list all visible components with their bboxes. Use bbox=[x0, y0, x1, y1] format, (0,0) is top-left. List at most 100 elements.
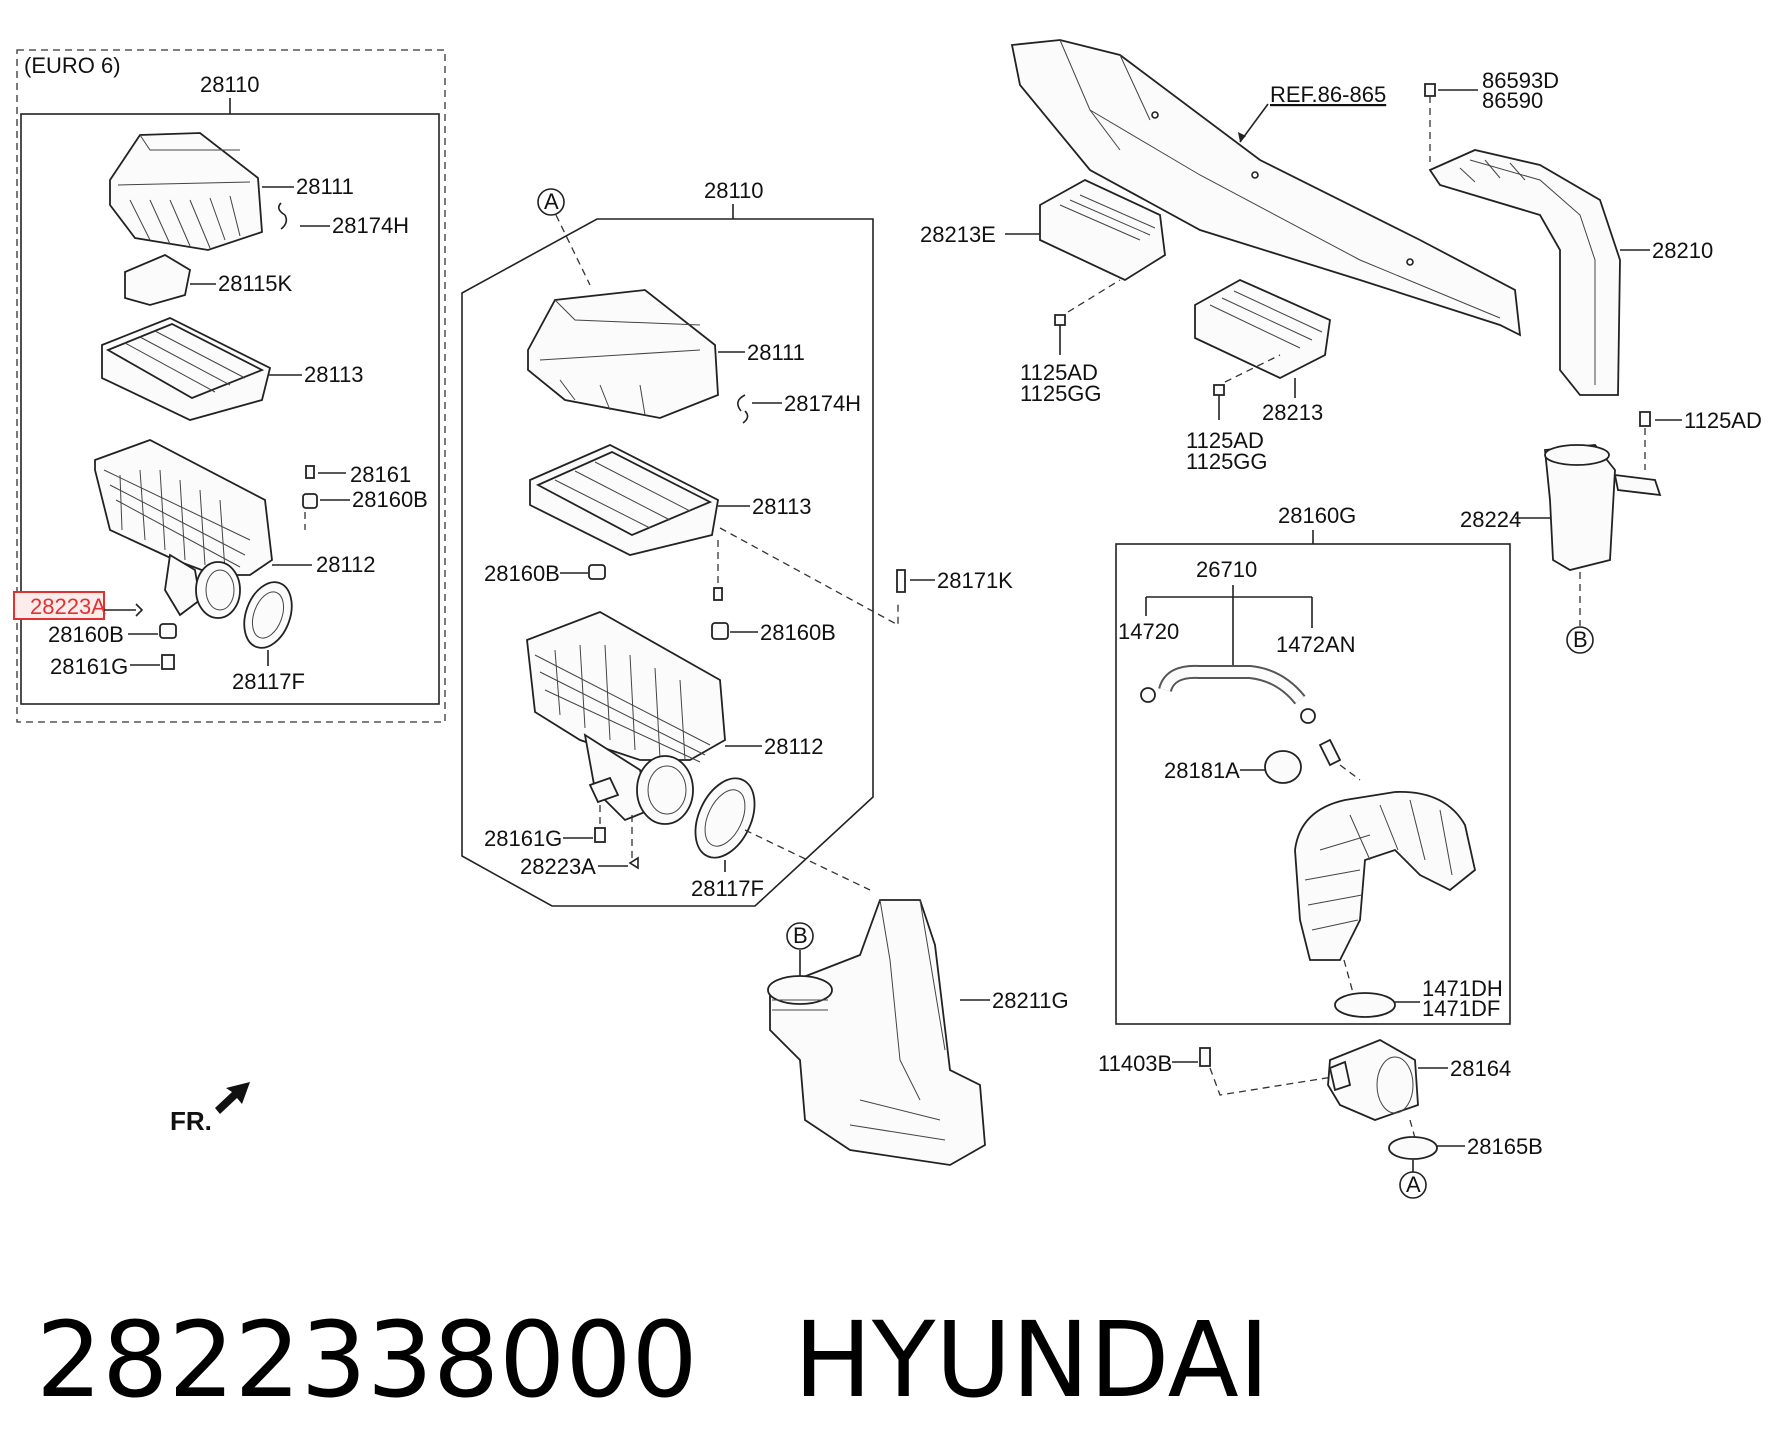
clamp-14720-icon bbox=[1140, 687, 1156, 703]
center-seal-icon bbox=[694, 777, 756, 859]
left-cover-28111 bbox=[109, 132, 263, 251]
callout-a-bottom bbox=[1399, 1171, 1427, 1199]
left-grommet-icon bbox=[305, 465, 315, 479]
bolt-1125-center-icon bbox=[1213, 384, 1225, 396]
bolt-11403b-icon bbox=[1199, 1047, 1211, 1067]
label-28160b-left-bottom: 28160B bbox=[48, 622, 124, 647]
label-26710: 26710 bbox=[1196, 557, 1257, 582]
center-filter-28113 bbox=[529, 444, 719, 556]
bolt-1125-left-icon bbox=[1054, 314, 1066, 326]
variant-label: (EURO 6) bbox=[24, 53, 121, 78]
center-assembly-label: 28110 bbox=[704, 178, 764, 203]
label-1125ad-left: 1125AD bbox=[1020, 360, 1098, 385]
label-28224: 28224 bbox=[1460, 507, 1521, 532]
label-28181a: 28181A bbox=[1164, 758, 1240, 783]
center-mount-right-icon bbox=[711, 622, 729, 640]
highlight-box-28223a[interactable] bbox=[13, 591, 105, 620]
center-grommet-icon bbox=[594, 827, 606, 843]
part-caption: 2822338000 HYUNDAI bbox=[36, 1285, 1269, 1435]
left-bracket-28115k bbox=[124, 253, 192, 306]
label-28171k: 28171K bbox=[937, 568, 1013, 593]
label-1125gg-center: 1125GG bbox=[1186, 449, 1268, 474]
label-1472an: 1472AN bbox=[1276, 632, 1356, 657]
hose-group: 28160G 26710 14720 1472AN 28181A 1471DH … bbox=[1098, 503, 1543, 1199]
callout-a-top-text: A bbox=[544, 189, 559, 214]
label-28117f-left: 28117F bbox=[232, 669, 305, 694]
callout-b-right bbox=[1566, 626, 1594, 654]
brand-name: HYUNDAI bbox=[793, 1299, 1270, 1421]
front-arrow-icon bbox=[215, 1082, 250, 1114]
label-28113-left: 28113 bbox=[304, 362, 364, 387]
label-28160b-center-left: 28160B bbox=[484, 561, 560, 586]
label-28211g: 28211G bbox=[992, 988, 1069, 1013]
left-grommet-lower-icon bbox=[161, 654, 175, 670]
duct-28213e bbox=[1039, 178, 1166, 282]
front-marker-text: FR. bbox=[170, 1106, 212, 1136]
hose-assembly-frame bbox=[1115, 543, 1511, 1025]
clamp-1472an-icon bbox=[1300, 708, 1316, 724]
center-mount-left-icon bbox=[588, 564, 606, 580]
part-number: 2822338000 bbox=[36, 1299, 698, 1421]
front-marker: FR. bbox=[170, 1082, 250, 1136]
label-28117f-center: 28117F bbox=[691, 876, 764, 901]
euro6-group: (EURO 6) 28110 28111 28174H 28115K 28113 bbox=[13, 49, 446, 723]
label-28112-center: 28112 bbox=[764, 734, 824, 759]
label-1125ad-center: 1125AD bbox=[1186, 428, 1264, 453]
ref-label: REF.86-865 bbox=[1270, 82, 1386, 107]
center-bolt-28223a-icon bbox=[628, 856, 639, 870]
label-28161: 28161 bbox=[350, 462, 411, 487]
bolt-28171k-icon bbox=[896, 569, 906, 593]
left-assembly-frame bbox=[20, 113, 440, 705]
callout-b-left-text: B bbox=[793, 923, 808, 948]
label-1125ad-right: 1125AD bbox=[1684, 408, 1762, 433]
label-28160g: 28160G bbox=[1278, 503, 1356, 528]
left-mount-icon bbox=[302, 493, 318, 509]
label-28160b-left-top: 28160B bbox=[352, 487, 428, 512]
label-28112-left: 28112 bbox=[316, 552, 376, 577]
callout-a-top bbox=[537, 188, 565, 216]
clip-86593d-icon bbox=[1424, 83, 1436, 97]
snorkel-28210 bbox=[1428, 149, 1621, 396]
left-filter-28113 bbox=[101, 317, 272, 421]
resonator-group: B 28211G bbox=[767, 899, 1069, 1166]
duct-28213 bbox=[1194, 278, 1331, 380]
label-28213e: 28213E bbox=[920, 222, 996, 247]
callout-a-bottom-text: A bbox=[1406, 1172, 1421, 1197]
left-clip-icon bbox=[277, 202, 288, 230]
center-cover-28111 bbox=[527, 289, 719, 419]
parts-diagram: (EURO 6) 28110 28111 28174H 28115K 28113 bbox=[13, 39, 1762, 1199]
label-1125gg-left: 1125GG bbox=[1020, 381, 1102, 406]
intake-group: REF.86-865 28213E 1125AD 1125GG 28213 11… bbox=[920, 39, 1762, 654]
label-28111-center: 28111 bbox=[747, 340, 805, 365]
left-seal-icon bbox=[243, 581, 293, 649]
label-28165b: 28165B bbox=[1467, 1134, 1543, 1159]
clamp-1471-icon bbox=[1334, 992, 1396, 1018]
label-28164: 28164 bbox=[1450, 1056, 1511, 1081]
callout-b-right-text: B bbox=[1573, 627, 1588, 652]
intake-hose bbox=[1294, 791, 1477, 961]
center-assembly-frame bbox=[461, 218, 874, 907]
label-14720: 14720 bbox=[1118, 619, 1179, 644]
label-1471dh: 1471DH bbox=[1422, 976, 1503, 1001]
left-mount-lower-icon bbox=[159, 623, 177, 639]
label-28223a-highlighted[interactable]: 28223A bbox=[30, 594, 106, 619]
bolt-1125ad-right-icon bbox=[1639, 411, 1651, 427]
label-11403b: 11403B bbox=[1098, 1051, 1172, 1076]
label-28213: 28213 bbox=[1262, 400, 1323, 425]
exploded-view-svg: (EURO 6) 28110 28111 28174H 28115K 28113 bbox=[13, 39, 1762, 1199]
center-group: 28110 A 28111 28174H 28113 2816 bbox=[461, 178, 1013, 907]
label-1471df: 1471DF bbox=[1422, 996, 1500, 1021]
label-28161g-left: 28161G bbox=[50, 654, 128, 679]
center-body-28112 bbox=[526, 611, 726, 825]
label-86590: 86590 bbox=[1482, 88, 1543, 113]
label-28174h-left: 28174H bbox=[332, 213, 409, 238]
label-28111-left: 28111 bbox=[296, 174, 354, 199]
label-28160b-center-right: 28160B bbox=[760, 620, 836, 645]
label-28161g-center: 28161G bbox=[484, 826, 562, 851]
label-28113-center: 28113 bbox=[752, 494, 812, 519]
center-clip-icon bbox=[737, 394, 749, 424]
clamp-28181a-icon bbox=[1264, 750, 1302, 784]
label-86593d: 86593D bbox=[1482, 68, 1559, 93]
label-28115k: 28115K bbox=[218, 271, 293, 296]
oring-28165b-icon bbox=[1388, 1136, 1438, 1160]
